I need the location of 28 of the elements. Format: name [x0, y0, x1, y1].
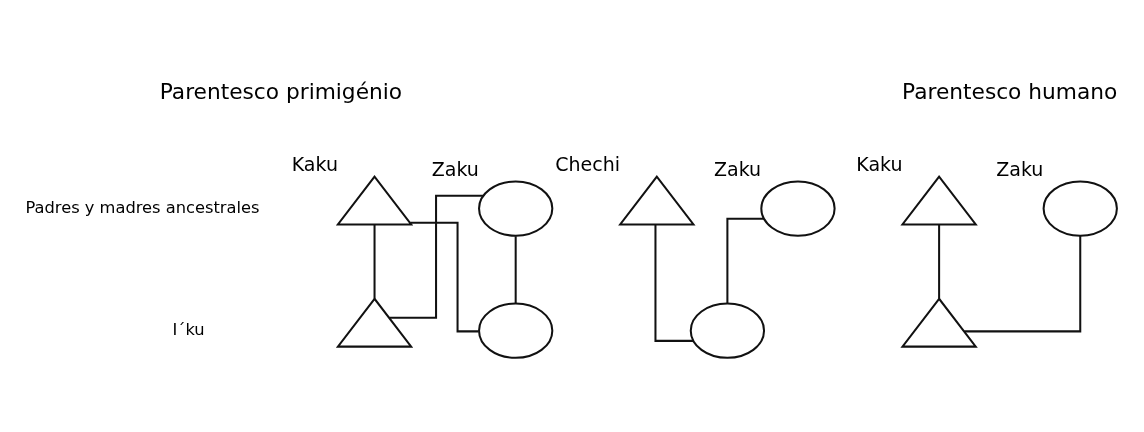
connector [964, 235, 1082, 333]
connector [726, 217, 764, 303]
node-circle [478, 180, 554, 237]
node-label: Zaku [996, 158, 1044, 181]
node-triangle [335, 174, 414, 226]
node-circle [689, 302, 766, 359]
node-circle [760, 180, 836, 237]
node-label: Kaku [856, 153, 903, 176]
connector [389, 194, 484, 319]
node-circle [1042, 180, 1118, 237]
node-label: Zaku [431, 158, 479, 181]
label: I´ku [172, 319, 205, 339]
connector [514, 236, 517, 304]
node-label: Kaku [291, 153, 338, 176]
node-triangle [618, 174, 696, 226]
node-triangle [900, 297, 978, 348]
connector [410, 221, 479, 333]
node-triangle [335, 297, 414, 348]
label: Parentesco primigénio [159, 79, 403, 105]
label: Padres y madres ancestrales [25, 197, 260, 217]
node-label: Zaku [714, 158, 762, 181]
node-circle [478, 302, 554, 359]
label: Parentesco humano [902, 79, 1118, 105]
connector [938, 224, 941, 299]
node-label: Chechi [555, 153, 620, 176]
node-triangle [900, 174, 978, 226]
connector [654, 224, 694, 342]
connector [373, 224, 376, 299]
